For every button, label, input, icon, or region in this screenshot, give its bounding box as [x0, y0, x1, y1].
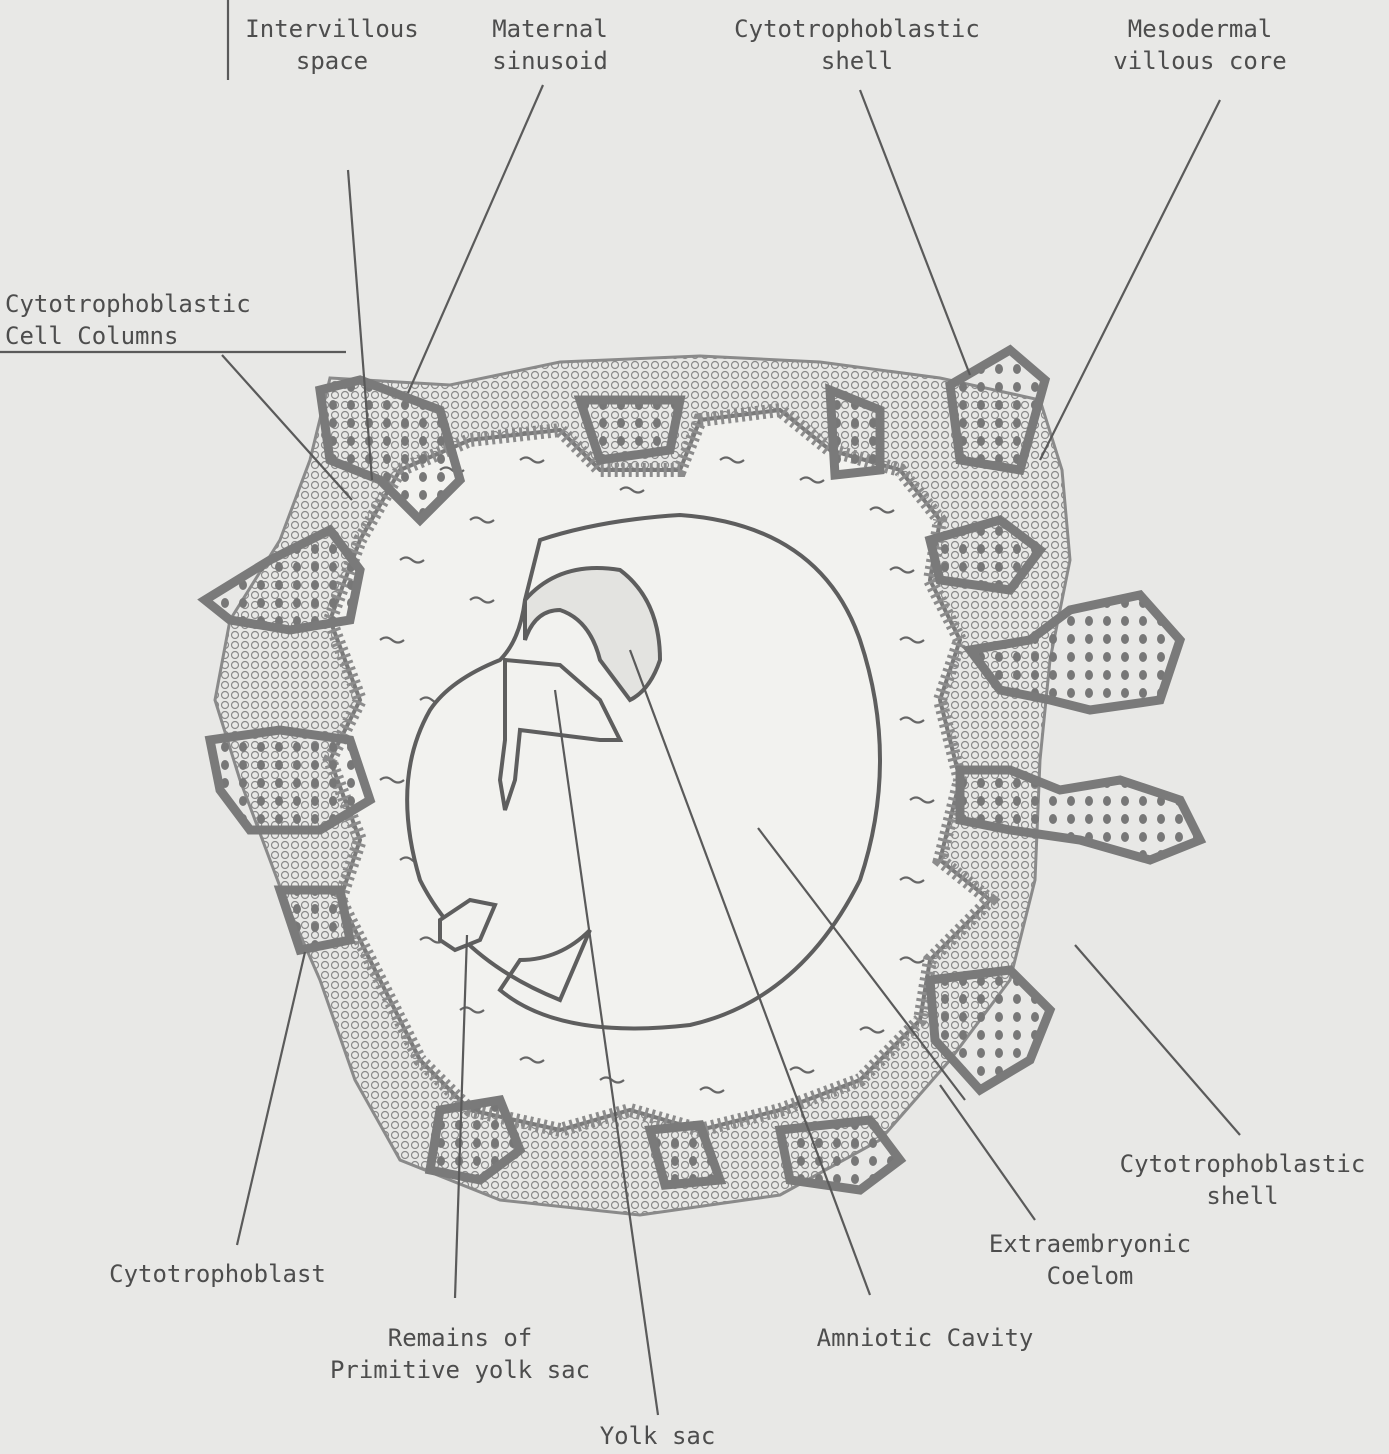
label-line: Cytotrophoblastic	[1100, 1148, 1385, 1180]
label-intervillous-space: Intervillous space	[232, 13, 432, 77]
label-maternal-sinusoid: Maternal sinusoid	[460, 13, 640, 77]
leader-line-shell-right	[1075, 945, 1240, 1135]
label-line: shell	[712, 45, 1002, 77]
villus	[780, 1120, 900, 1190]
label-amniotic-cavity: Amniotic Cavity	[795, 1322, 1055, 1354]
label-cytotrophoblastic-shell-top: Cytotrophoblastic shell	[712, 13, 1002, 77]
label-cytotrophoblast: Cytotrophoblast	[90, 1258, 345, 1290]
leader-line-maternal-sinusoid	[408, 85, 543, 393]
villus	[210, 730, 370, 830]
label-line: Cytotrophoblastic	[712, 13, 1002, 45]
villus	[580, 400, 680, 460]
label-yolk-sac: Yolk sac	[585, 1420, 730, 1452]
leader-line-cytotrophoblast	[237, 952, 305, 1245]
label-line: sinusoid	[460, 45, 640, 77]
label-line: Coelom	[965, 1260, 1215, 1292]
label-line: Yolk sac	[585, 1420, 730, 1452]
label-cell-columns: Cytotrophoblastic Cell Columns	[5, 288, 295, 352]
label-line: Intervillous	[232, 13, 432, 45]
label-line: villous core	[1095, 45, 1305, 77]
label-extraembryonic-coelom: Extraembryonic Coelom	[965, 1228, 1215, 1292]
label-mesodermal-villous-core: Mesodermal villous core	[1095, 13, 1305, 77]
label-line: Remains of	[300, 1322, 620, 1354]
label-line: Primitive yolk sac	[300, 1354, 620, 1386]
label-line: Cell Columns	[5, 320, 295, 352]
leader-line-shell-top	[860, 90, 970, 375]
label-line: Extraembryonic	[965, 1228, 1215, 1260]
label-line: Cytotrophoblastic	[5, 288, 295, 320]
label-line: Maternal	[460, 13, 640, 45]
label-line: shell	[1100, 1180, 1385, 1212]
leader-line-coelom	[940, 1085, 1035, 1220]
villus	[930, 970, 1050, 1090]
label-primitive-yolk-sac: Remains of Primitive yolk sac	[300, 1322, 620, 1386]
leader-line-mesodermal-core	[1040, 100, 1220, 460]
label-line: Amniotic Cavity	[795, 1322, 1055, 1354]
label-line: Cytotrophoblast	[90, 1258, 345, 1290]
villus	[280, 890, 350, 950]
label-line: space	[232, 45, 432, 77]
villus	[830, 390, 880, 475]
label-line: Mesodermal	[1095, 13, 1305, 45]
label-cytotrophoblastic-shell-right: Cytotrophoblastic shell	[1100, 1148, 1385, 1212]
